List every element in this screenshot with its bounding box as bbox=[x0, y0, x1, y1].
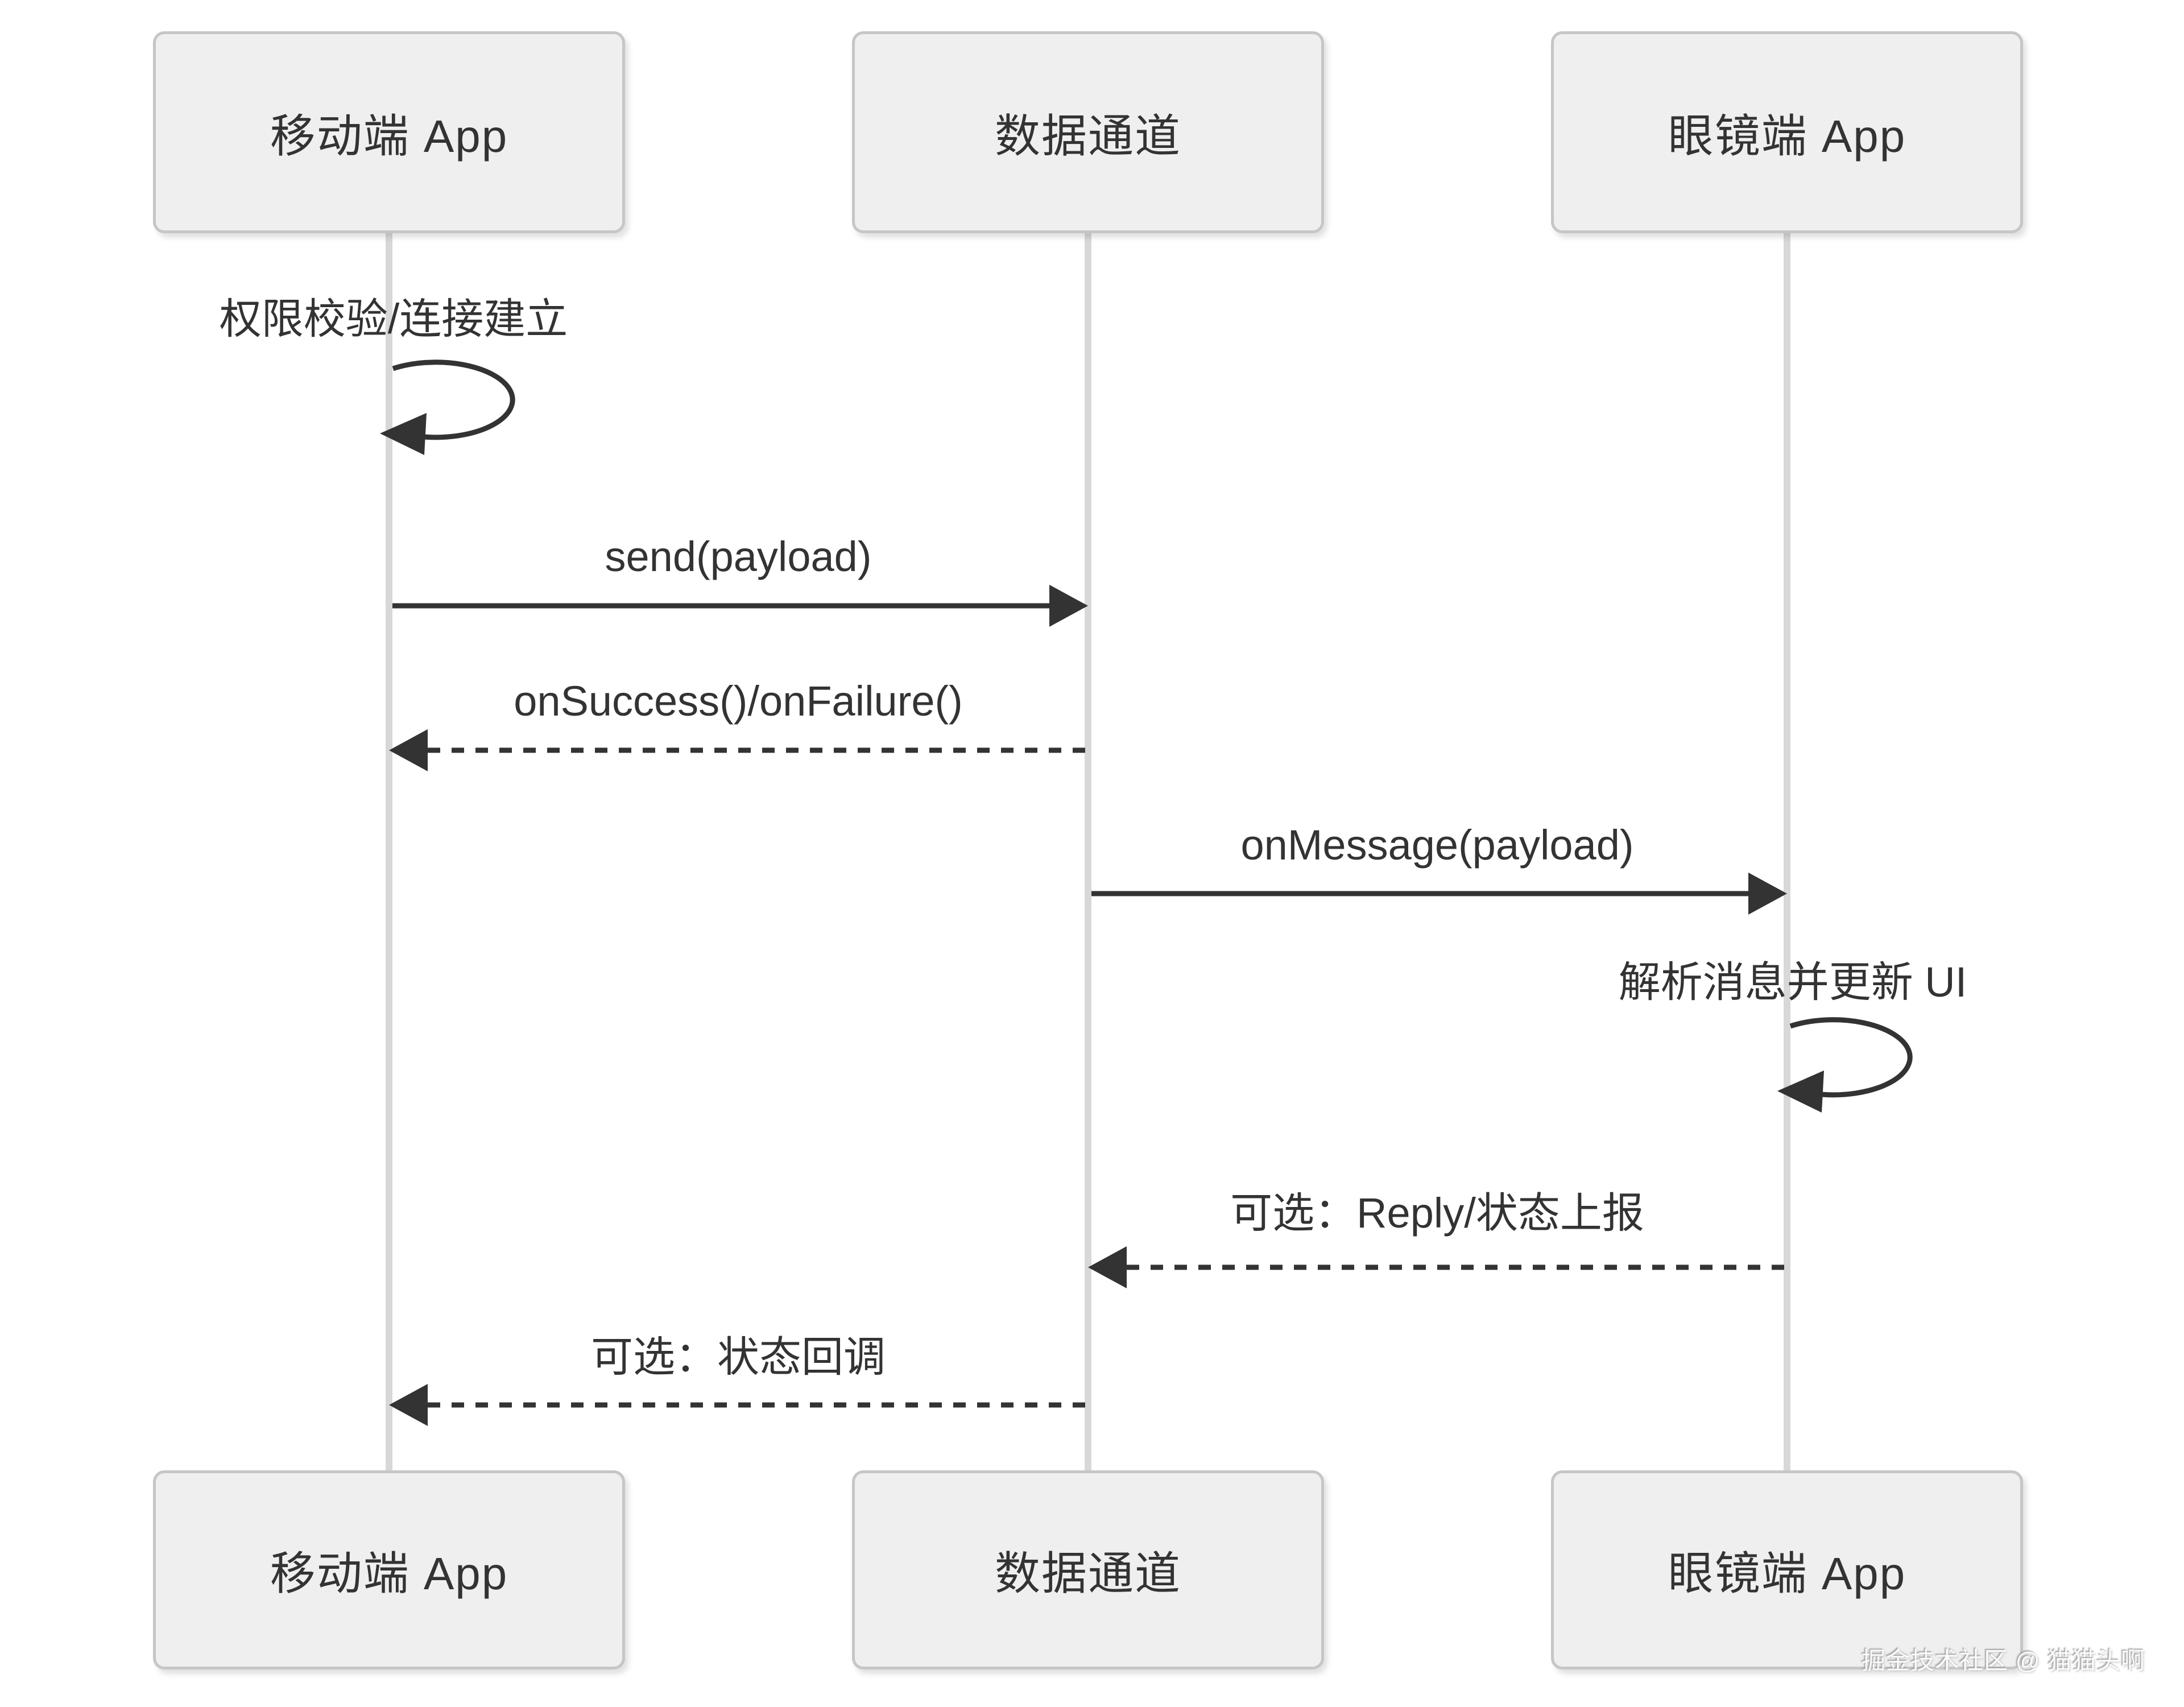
actor-label: 数据通道 bbox=[995, 1548, 1181, 1599]
arrowhead-optional-status-callback bbox=[389, 1384, 428, 1426]
message-label-permission-connection: 权限校验/连接建立 bbox=[219, 295, 568, 342]
actor-box-top-channel: 数据通道 bbox=[852, 31, 1324, 233]
actor-label: 数据通道 bbox=[995, 110, 1181, 162]
actor-label: 眼镜端 App bbox=[1668, 1548, 1906, 1599]
actor-label: 移动端 App bbox=[270, 1548, 508, 1599]
message-label-optional-status-callback: 可选：状态回调 bbox=[591, 1333, 886, 1381]
self-loop-arrowhead-permission bbox=[380, 413, 427, 455]
actor-box-top-glasses: 眼镜端 App bbox=[1551, 31, 2023, 233]
self-loop-arrowhead-parse-update bbox=[1777, 1071, 1824, 1113]
actor-box-bottom-glasses: 眼镜端 App bbox=[1551, 1470, 2023, 1669]
message-label-send-payload: send(payload) bbox=[605, 533, 872, 580]
actor-label: 移动端 App bbox=[270, 110, 508, 162]
arrowhead-optional-reply bbox=[1088, 1246, 1127, 1288]
arrowhead-onsuccess-onfailure bbox=[389, 729, 428, 771]
actor-box-top-mobile: 移动端 App bbox=[153, 31, 625, 233]
message-label-parse-update-ui: 解析消息并更新 UI bbox=[1618, 958, 1967, 1006]
actor-box-bottom-channel: 数据通道 bbox=[852, 1470, 1324, 1669]
arrowhead-send-payload bbox=[1049, 585, 1088, 627]
actor-label: 眼镜端 App bbox=[1668, 110, 1906, 162]
actor-box-bottom-mobile: 移动端 App bbox=[153, 1470, 625, 1669]
self-loop-arrow-permission bbox=[392, 359, 515, 440]
message-label-optional-reply: 可选：Reply/状态上报 bbox=[1230, 1189, 1644, 1237]
arrowhead-onmessage-payload bbox=[1748, 873, 1787, 915]
message-label-onmessage-payload: onMessage(payload) bbox=[1240, 821, 1634, 869]
watermark-text: 掘金技术社区 @ 猫猫头啊 bbox=[1862, 1647, 2145, 1674]
message-label-onsuccess-onfailure: onSuccess()/onFailure() bbox=[514, 677, 963, 725]
self-loop-arrow-parse-update bbox=[1789, 1017, 1913, 1098]
